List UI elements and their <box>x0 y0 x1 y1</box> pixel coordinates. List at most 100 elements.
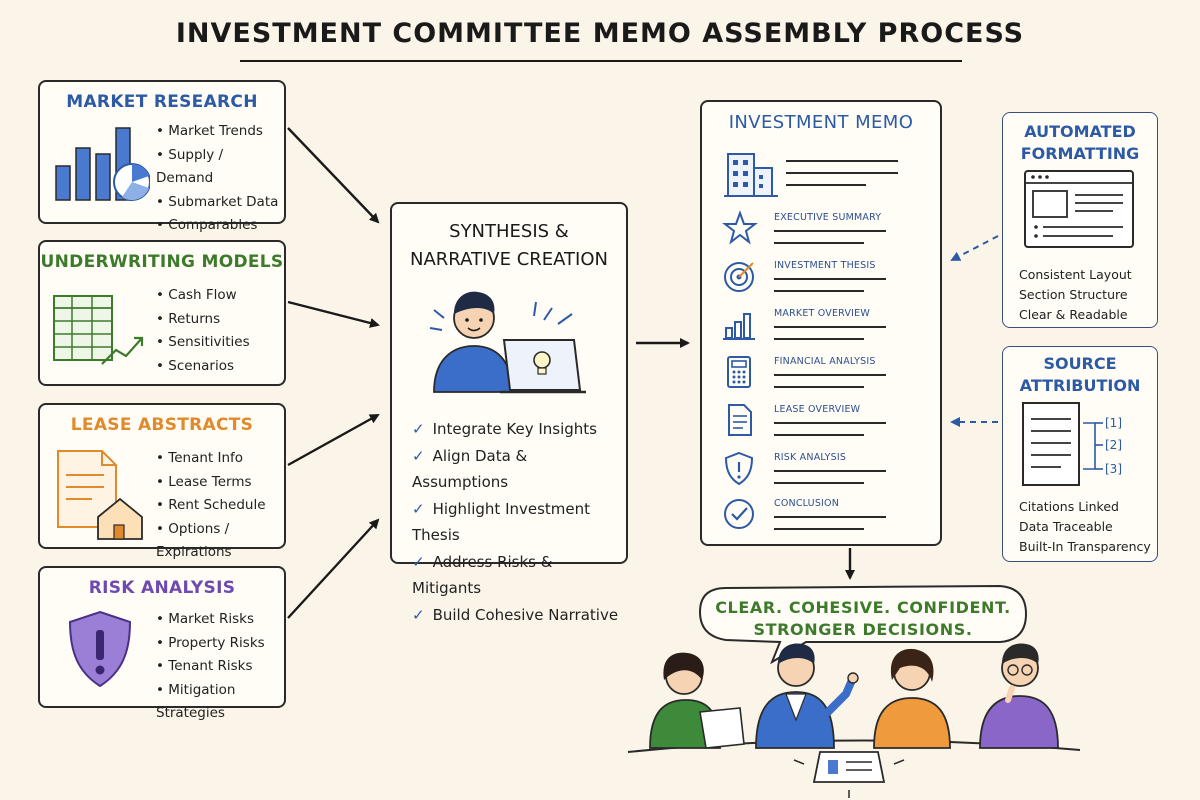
memo-section-rule <box>774 422 886 424</box>
automated-formatting-title: AUTOMATED FORMATTING <box>1003 121 1157 165</box>
check-icon: ✓ <box>412 446 425 465</box>
memo-section-rule <box>774 482 864 484</box>
check-item-label: Address Risks & Mitigants <box>412 552 553 598</box>
list-item: Citations Linked <box>1019 499 1119 514</box>
memo-section-rule <box>774 278 886 280</box>
memo-header-rule <box>786 184 866 186</box>
check-icon: ✓ <box>412 605 425 624</box>
citation-ref-1: [1] <box>1105 416 1122 430</box>
title-underline <box>240 60 962 62</box>
building-icon <box>724 153 778 197</box>
synthesis-title: SYNTHESIS & NARRATIVE CREATION <box>392 218 626 274</box>
check-item-label: Integrate Key Insights <box>432 420 597 438</box>
list-item: Market Risks <box>156 608 284 632</box>
person-green-icon <box>649 652 745 749</box>
memo-header-rule <box>786 172 898 174</box>
synthesis-box: SYNTHESIS & NARRATIVE CREATION ✓ Integrat… <box>390 202 628 624</box>
risk-analysis-box: RISK ANALYSIS Market Risks Property Risk… <box>38 566 286 721</box>
memo-section-rule <box>774 338 864 340</box>
market-research-box: MARKET RESEARCH Market Trends Supply / D… <box>38 80 286 233</box>
list-item: Cash Flow <box>156 284 250 308</box>
person-blue-icon <box>755 643 859 749</box>
memo-section-rule <box>774 374 886 376</box>
calculator-icon <box>727 356 751 388</box>
memo-section-risk-analysis: RISK ANALYSIS <box>774 452 847 463</box>
list-item: Clear & Readable <box>1019 307 1128 322</box>
layout-window-icon <box>1024 170 1134 248</box>
underwriting-models-title: UNDERWRITING MODELS <box>40 252 284 272</box>
risk-analysis-title: RISK ANALYSIS <box>88 578 236 598</box>
list-item: Built-In Transparency <box>1019 539 1151 554</box>
memo-section-rule <box>774 528 864 530</box>
memo-section-lease-overview: LEASE OVERVIEW <box>774 404 861 415</box>
source-attribution-title-line2: ATTRIBUTION <box>1019 376 1141 395</box>
document-icon <box>728 404 752 436</box>
memo-title: INVESTMENT MEMO <box>728 112 914 133</box>
memo-section-rule <box>774 326 886 328</box>
attribution-list: Citations Linked Data Traceable Built-In… <box>1019 497 1151 557</box>
list-item: Property Risks <box>156 632 284 656</box>
spreadsheet-growth-icon <box>53 295 144 365</box>
automated-formatting-title-line2: FORMATTING <box>1020 144 1140 163</box>
list-item: Data Traceable <box>1019 519 1113 534</box>
list-item: Rent Schedule <box>156 494 284 518</box>
outcome-line1: CLEAR. COHESIVE. CONFIDENT. <box>715 598 1011 617</box>
shield-alert-icon <box>68 610 132 688</box>
table-document-icon <box>793 751 905 798</box>
investment-memo-box: INVESTMENT MEMO EXECUTIVE SUMMARY INVEST… <box>700 100 942 546</box>
list-item: Market Trends <box>156 120 284 144</box>
arrow-lease-to-synthesis <box>287 413 380 467</box>
memo-section-financial-analysis: FINANCIAL ANALYSIS <box>774 356 876 367</box>
list-item: Returns <box>156 308 250 332</box>
source-attribution-title: SOURCE ATTRIBUTION <box>1003 353 1157 397</box>
memo-section-rule <box>774 434 864 436</box>
list-item: Supply / Demand <box>156 144 284 191</box>
check-circle-icon <box>724 499 754 529</box>
check-item-label: Build Cohesive Narrative <box>432 605 619 624</box>
arrow-formatting-to-memo <box>950 235 999 261</box>
memo-section-rule <box>774 516 886 518</box>
person-orange-icon <box>873 648 951 749</box>
memo-section-rule <box>774 386 864 388</box>
automated-formatting-title-line1: AUTOMATED <box>1024 122 1136 141</box>
check-icon: ✓ <box>412 420 425 438</box>
citation-document-icon: [1] [2] [3] <box>1022 402 1122 486</box>
citation-ref-3: [3] <box>1105 462 1122 476</box>
outcome-line2: STRONGER DECISIONS. <box>753 620 973 639</box>
check-item: ✓ Build Cohesive Narrative <box>412 602 626 629</box>
memo-section-rule <box>774 230 886 232</box>
lease-abstracts-title: LEASE ABSTRACTS <box>70 415 254 435</box>
bar-chart-icon <box>723 313 755 340</box>
list-item: Comparables <box>156 214 284 238</box>
person-purple-icon <box>979 643 1059 749</box>
check-item: ✓Align Data & Assumptions <box>412 443 626 496</box>
shield-alert-icon <box>724 451 754 486</box>
arrow-risk-to-synthesis <box>287 518 380 619</box>
source-attribution-title-line1: SOURCE <box>1043 354 1117 373</box>
check-item-label: Align Data & Assumptions <box>412 446 528 492</box>
list-item: Lease Terms <box>156 471 284 495</box>
memo-section-rule <box>774 470 886 472</box>
market-research-title: MARKET RESEARCH <box>66 92 258 112</box>
list-item: Scenarios <box>156 355 250 379</box>
citation-ref-2: [2] <box>1105 438 1122 452</box>
list-item: Consistent Layout <box>1019 267 1132 282</box>
synthesis-title-line1: SYNTHESIS & <box>449 221 569 242</box>
person-laptop-idea-icon <box>429 291 586 394</box>
target-icon <box>724 262 754 292</box>
memo-section-executive-summary: EXECUTIVE SUMMARY <box>774 212 882 223</box>
check-item-label: Highlight Investment Thesis <box>412 499 591 545</box>
check-item: ✓ Integrate Key Insights <box>412 416 626 443</box>
list-item: Sensitivities <box>156 331 249 355</box>
check-icon: ✓ <box>412 552 425 571</box>
memo-section-rule <box>774 290 864 292</box>
document-house-icon <box>57 450 143 540</box>
memo-section-rule <box>774 242 864 244</box>
memo-header-rule <box>786 160 898 162</box>
memo-section-market-overview: MARKET OVERVIEW <box>774 308 870 319</box>
bar-chart-pie-icon <box>55 127 150 201</box>
check-icon: ✓ <box>412 499 425 518</box>
page-title: INVESTMENT COMMITTEE MEMO ASSEMBLY PROCE… <box>175 18 1025 49</box>
check-item: ✓Highlight Investment Thesis <box>412 496 626 549</box>
